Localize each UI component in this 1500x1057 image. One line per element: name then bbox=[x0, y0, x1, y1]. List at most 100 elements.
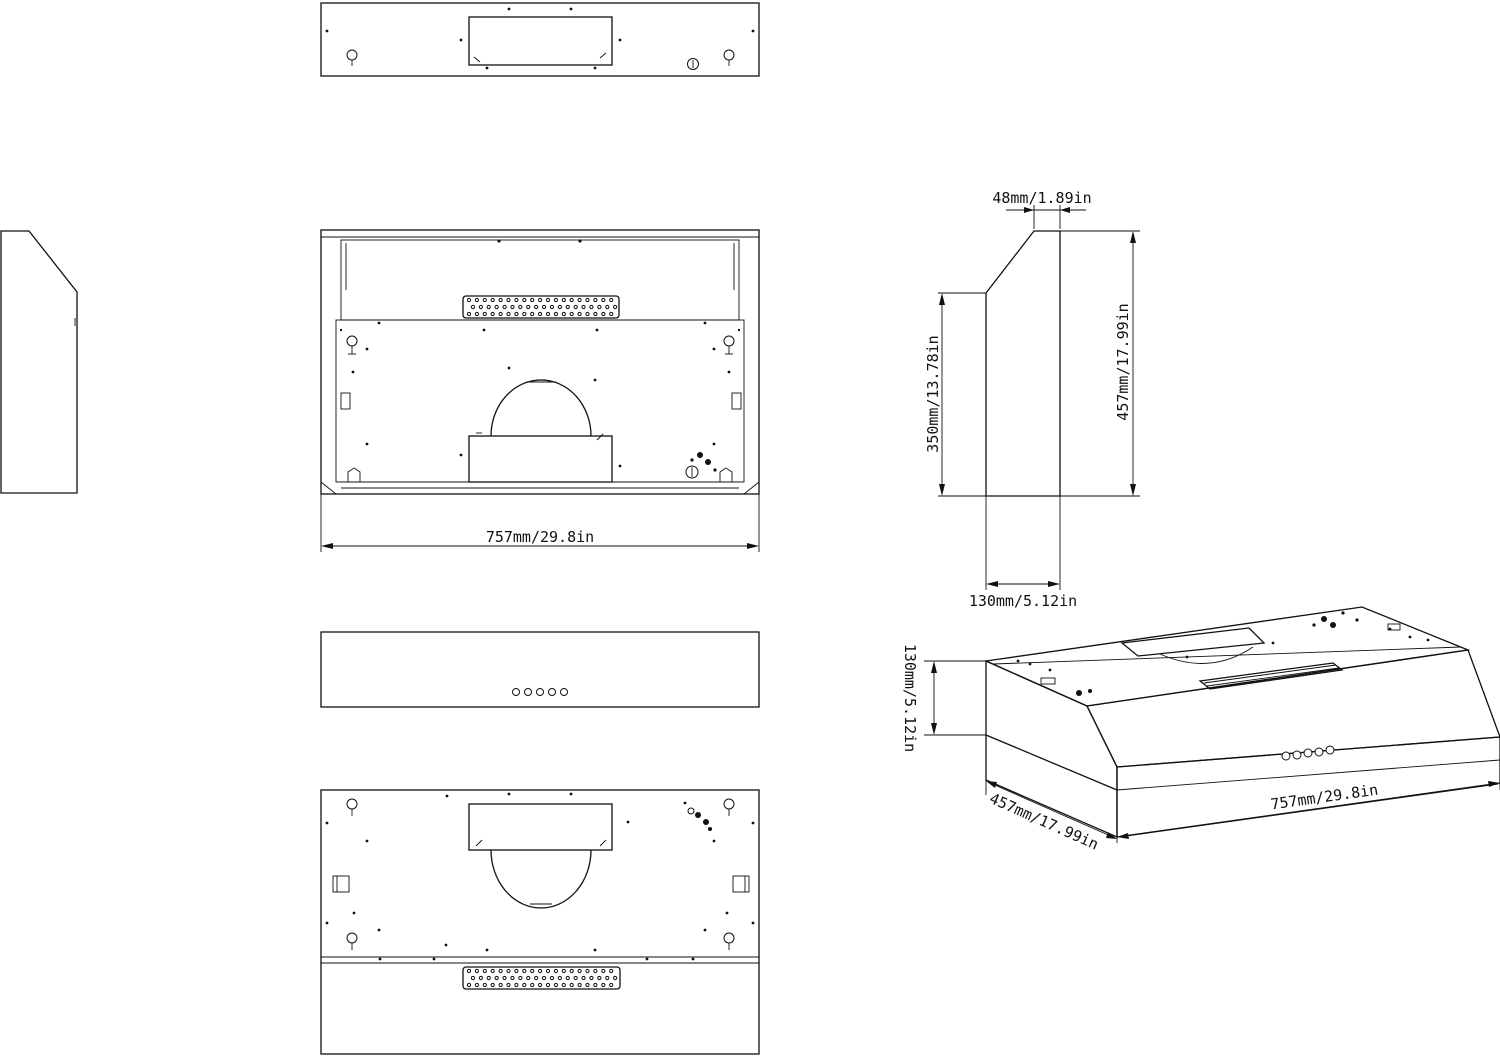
vent-hole bbox=[549, 975, 555, 981]
vent-hole bbox=[613, 304, 618, 310]
vent-hole bbox=[569, 968, 574, 974]
vent-hole bbox=[510, 975, 515, 981]
vent-hole bbox=[522, 297, 527, 303]
vent-hole bbox=[577, 968, 582, 974]
vent-hole bbox=[506, 311, 511, 317]
vent-hole bbox=[466, 968, 472, 974]
front-vent-holes bbox=[466, 297, 618, 317]
vent-hole bbox=[585, 968, 590, 974]
vent-hole bbox=[601, 297, 606, 303]
vent-hole bbox=[577, 311, 582, 317]
keyhole-bottom-tl-icon bbox=[346, 798, 358, 816]
vent-hole bbox=[466, 982, 472, 988]
vent-hole bbox=[553, 311, 559, 317]
vent-hole bbox=[494, 304, 499, 310]
vent-hole bbox=[597, 304, 602, 310]
front-view bbox=[320, 229, 760, 495]
vent-hole bbox=[601, 968, 606, 974]
cable-grommet-icon bbox=[687, 58, 699, 70]
vent-hole bbox=[553, 982, 559, 988]
iso-height-dimension: 130mm/5.12in bbox=[901, 644, 986, 752]
vent-hole bbox=[510, 304, 515, 310]
vent-hole bbox=[490, 982, 495, 988]
vent-hole bbox=[605, 975, 610, 981]
iso-depth-label: 457mm/17.99in bbox=[987, 789, 1102, 853]
iso-control-buttons bbox=[1281, 745, 1335, 761]
front-vent-grille bbox=[462, 295, 620, 319]
vent-hole bbox=[593, 968, 598, 974]
front-width-label: 757mm/29.8in bbox=[486, 528, 594, 546]
duct-outline bbox=[490, 379, 592, 437]
vent-hole bbox=[530, 968, 535, 974]
vent-hole bbox=[506, 982, 511, 988]
keyhole-bottom-br-icon bbox=[723, 932, 735, 950]
vent-hole bbox=[486, 975, 491, 981]
vent-hole bbox=[538, 982, 543, 988]
vent-hole bbox=[565, 304, 570, 310]
vent-hole bbox=[609, 968, 614, 974]
vent-hole bbox=[561, 297, 566, 303]
vent-hole bbox=[601, 982, 606, 988]
iso-depth-dimension: 457mm/17.99in bbox=[985, 780, 1118, 854]
side-dimension-view: 48mm/1.89in 457mm/17.99in 350mm/13.78in … bbox=[924, 189, 1140, 610]
vent-hole bbox=[490, 297, 495, 303]
vent-hole bbox=[466, 311, 472, 317]
keyhole-bottom-tr-icon bbox=[723, 798, 735, 816]
vent-hole bbox=[506, 968, 511, 974]
vent-hole bbox=[494, 975, 499, 981]
front-right-bracket bbox=[731, 392, 742, 410]
vent-hole bbox=[478, 975, 483, 981]
vent-hole bbox=[490, 968, 495, 974]
vent-hole bbox=[526, 304, 531, 310]
side-profile-view bbox=[0, 230, 78, 494]
vent-hole bbox=[498, 968, 503, 974]
vent-hole bbox=[549, 304, 555, 310]
vent-hole bbox=[530, 297, 535, 303]
vent-hole bbox=[482, 297, 487, 303]
vent-hole bbox=[478, 304, 483, 310]
depth-top-label: 48mm/1.89in bbox=[992, 189, 1091, 207]
vent-hole bbox=[613, 975, 618, 981]
vent-hole bbox=[609, 982, 614, 988]
vent-hole bbox=[466, 297, 472, 303]
iso-height-label: 130mm/5.12in bbox=[901, 644, 919, 752]
total-height-label: 457mm/17.99in bbox=[1114, 303, 1132, 420]
vent-hole bbox=[482, 968, 487, 974]
vent-hole bbox=[482, 311, 487, 317]
isometric-view: 130mm/5.12in 457mm/17.99in 757mm/29.8in bbox=[901, 606, 1500, 854]
vent-hole bbox=[581, 975, 586, 981]
vent-hole bbox=[522, 968, 527, 974]
vent-hole bbox=[593, 297, 598, 303]
vent-hole bbox=[482, 982, 487, 988]
bottom-view bbox=[320, 789, 760, 1055]
vent-hole bbox=[490, 311, 495, 317]
vent-hole bbox=[514, 297, 519, 303]
vent-hole bbox=[609, 297, 614, 303]
vent-hole bbox=[474, 968, 479, 974]
vent-hole bbox=[530, 982, 535, 988]
vent-hole bbox=[545, 297, 551, 303]
iso-vent-grille bbox=[1198, 662, 1344, 690]
vent-hole bbox=[557, 975, 562, 981]
vent-hole bbox=[605, 304, 610, 310]
vent-hole bbox=[601, 311, 606, 317]
vent-hole bbox=[569, 297, 574, 303]
vent-hole bbox=[506, 297, 511, 303]
vent-hole bbox=[514, 311, 519, 317]
vent-hole bbox=[498, 311, 503, 317]
vent-hole bbox=[545, 982, 551, 988]
keyhole-front-left-icon bbox=[346, 335, 358, 355]
vent-hole bbox=[502, 975, 507, 981]
vent-hole bbox=[514, 982, 519, 988]
vent-hole bbox=[502, 304, 507, 310]
vent-hole bbox=[593, 982, 598, 988]
vent-hole bbox=[569, 311, 574, 317]
bottom-depth-label: 130mm/5.12in bbox=[969, 592, 1077, 610]
vent-hole bbox=[573, 975, 578, 981]
vent-hole bbox=[593, 311, 598, 317]
vent-hole bbox=[534, 975, 539, 981]
control-button-2 bbox=[524, 688, 532, 696]
fascia-view bbox=[320, 631, 760, 708]
vent-hole bbox=[470, 304, 476, 310]
vent-hole bbox=[498, 297, 503, 303]
